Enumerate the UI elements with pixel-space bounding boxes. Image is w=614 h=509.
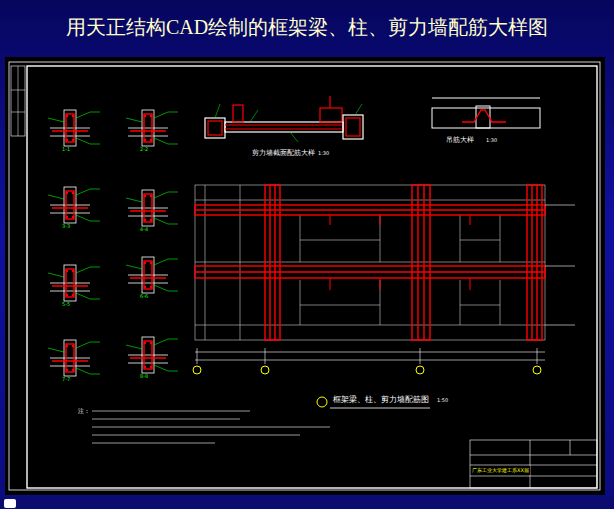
title-block-text: 广东工业大学建工系XX届 (472, 468, 529, 473)
drawing-label: 吊筋大样 (446, 137, 474, 144)
section-mark: 7-7 (62, 377, 70, 382)
section-mark: 4-4 (140, 227, 148, 232)
section-mark: 3-3 (62, 224, 70, 229)
section-mark: 1-1 (62, 147, 70, 152)
slide-title: 用天正结构CAD绘制的框架梁、柱、剪力墙配筋大样图 (0, 14, 614, 41)
drawing-label: 1:50 (437, 398, 448, 403)
section-mark: 2-2 (140, 147, 148, 152)
note-text: 注： (78, 408, 90, 414)
title-block-cell: 广东工业大学建工系XX届 (471, 466, 530, 475)
drawing-label: 1:30 (486, 138, 497, 143)
drawing-label: 框架梁、柱、剪力墙配筋图 (333, 396, 429, 404)
drawing-label: 1:30 (318, 151, 329, 156)
drawing-label: 剪力墙截面配筋大样 (252, 150, 315, 157)
section-mark: 5-5 (62, 302, 70, 307)
section-mark: 6-6 (140, 294, 148, 299)
section-mark: 8-8 (140, 374, 148, 379)
